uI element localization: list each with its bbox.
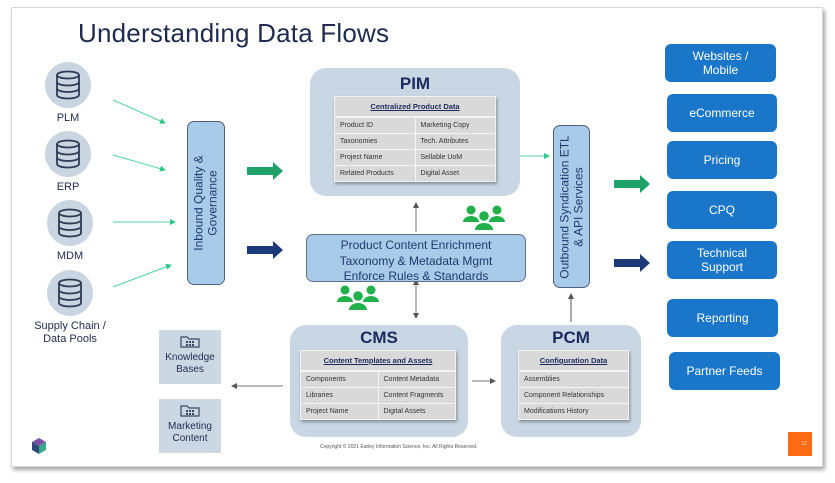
company-logo-icon bbox=[32, 438, 46, 454]
destination-cpq: CPQ bbox=[667, 191, 777, 229]
outbound-green-arrow bbox=[614, 175, 650, 193]
source-label: ERP bbox=[56, 181, 80, 193]
people-group-icon bbox=[463, 205, 505, 230]
arrow-erp bbox=[112, 154, 166, 172]
repository-label: Knowledge Bases bbox=[165, 352, 215, 375]
repository-knowledge-bases: Knowledge Bases bbox=[159, 330, 221, 384]
database-icon bbox=[45, 131, 91, 177]
folder-icon bbox=[180, 405, 200, 417]
inbound-to-enrichment-arrow bbox=[247, 241, 283, 259]
cms-table-header: Content Templates and Assets bbox=[301, 351, 455, 372]
outbound-label: Outbound Syndication ETL & API Services bbox=[557, 134, 586, 279]
source-to-inbound-arrows bbox=[112, 99, 176, 288]
table-row: Modifications History bbox=[524, 408, 589, 415]
arrow-supply-chain bbox=[112, 263, 172, 288]
table-row: Component Relationships bbox=[519, 388, 628, 404]
pcm-table: Configuration Data Assemblies Component … bbox=[518, 350, 629, 420]
database-icon bbox=[45, 62, 91, 108]
page-number-badge: 12 bbox=[788, 432, 812, 456]
outbound-navy-arrow bbox=[614, 254, 650, 272]
destination-websites-mobile: Websites / Mobile bbox=[665, 44, 776, 82]
source-erp: ERP bbox=[18, 131, 118, 194]
source-mdm: MDM bbox=[20, 200, 120, 263]
people-group-icon bbox=[337, 285, 379, 310]
pcm-panel: PCM Configuration Data Assemblies Compon… bbox=[501, 325, 641, 437]
destination-ecommerce: eCommerce bbox=[667, 94, 777, 132]
destination-reporting: Reporting bbox=[667, 299, 778, 337]
database-icon bbox=[47, 270, 93, 316]
cms-panel: CMS Content Templates and Assets Compone… bbox=[290, 325, 468, 437]
repository-marketing-content: Marketing Content bbox=[159, 399, 221, 453]
pcm-title: PCM bbox=[552, 328, 590, 347]
arrow-plm bbox=[112, 99, 166, 124]
destination-partner-feeds: Partner Feeds bbox=[669, 352, 780, 390]
pim-table-header: Centralized Product Data bbox=[335, 97, 495, 118]
source-label: MDM bbox=[56, 250, 84, 262]
content-enrichment-box: Product Content Enrichment Taxonomy & Me… bbox=[306, 234, 526, 283]
repository-label: Marketing Content bbox=[168, 421, 212, 444]
page-title: Understanding Data Flows bbox=[78, 18, 390, 48]
inbound-label: Inbound Quality & Governance bbox=[192, 155, 220, 251]
source-plm: PLM bbox=[18, 62, 118, 125]
pcm-table-header: Configuration Data bbox=[519, 351, 628, 372]
source-supply-chain: Supply Chain / Data Pools bbox=[20, 270, 120, 346]
inbound-to-pim-arrow bbox=[247, 162, 283, 180]
destination-technical-support: Technical Support bbox=[667, 241, 777, 279]
inbound-quality-governance-box: Inbound Quality & Governance bbox=[187, 121, 225, 285]
source-label: Supply Chain / Data Pools bbox=[34, 320, 106, 345]
folder-icon bbox=[180, 336, 200, 348]
database-icon bbox=[47, 200, 93, 246]
table-row: Assemblies bbox=[519, 372, 628, 388]
destination-pricing: Pricing bbox=[667, 141, 777, 179]
copyright-text: Copyright © 2021 Earley Information Scie… bbox=[320, 444, 478, 450]
pim-title: PIM bbox=[399, 74, 431, 93]
outbound-syndication-box: Outbound Syndication ETL & API Services bbox=[553, 125, 590, 288]
cms-title: CMS bbox=[360, 328, 398, 347]
source-label: PLM bbox=[56, 112, 80, 124]
